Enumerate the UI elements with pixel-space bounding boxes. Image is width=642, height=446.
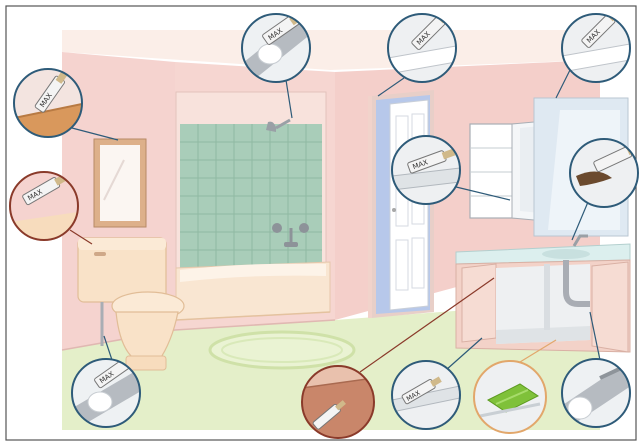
shower-enclosure: [175, 91, 327, 272]
callout-floor-part: [473, 360, 547, 434]
doorknob-icon: [392, 208, 396, 212]
sink-basin: [542, 249, 590, 259]
sink-faucet-icon: [572, 234, 588, 247]
callout-mirror-corner: MAX: [13, 68, 83, 138]
toilet: [77, 237, 185, 371]
callout-mirror-edge: MAX: [561, 13, 631, 83]
callout-shower-pipe: MAX: [241, 13, 311, 83]
faucet-handle-icon: [299, 223, 309, 233]
callout-cabinet-floor: MAX: [391, 360, 461, 430]
wall-mirror: [93, 138, 147, 228]
callout-drain-pipe: [561, 358, 631, 428]
callout-faucet-base: [569, 138, 639, 208]
flush-handle-icon: [94, 252, 106, 256]
callout-toilet-wall: MAX: [9, 171, 79, 241]
vanity: [455, 234, 631, 353]
callout-door-trim: MAX: [387, 13, 457, 83]
callout-cabinet-corner: [301, 365, 375, 439]
shower-head-icon: [266, 121, 276, 132]
bathtub: [175, 261, 331, 321]
callout-cabinet-shelf: MAX: [391, 135, 461, 205]
tub-spout-icon: [284, 242, 298, 247]
callout-leaders: [69, 69, 601, 373]
drain-pipe: [563, 260, 590, 307]
callout-toilet-pipe: MAX: [71, 358, 141, 428]
tile-wall: [180, 124, 322, 272]
faucet-handle-icon: [272, 223, 282, 233]
